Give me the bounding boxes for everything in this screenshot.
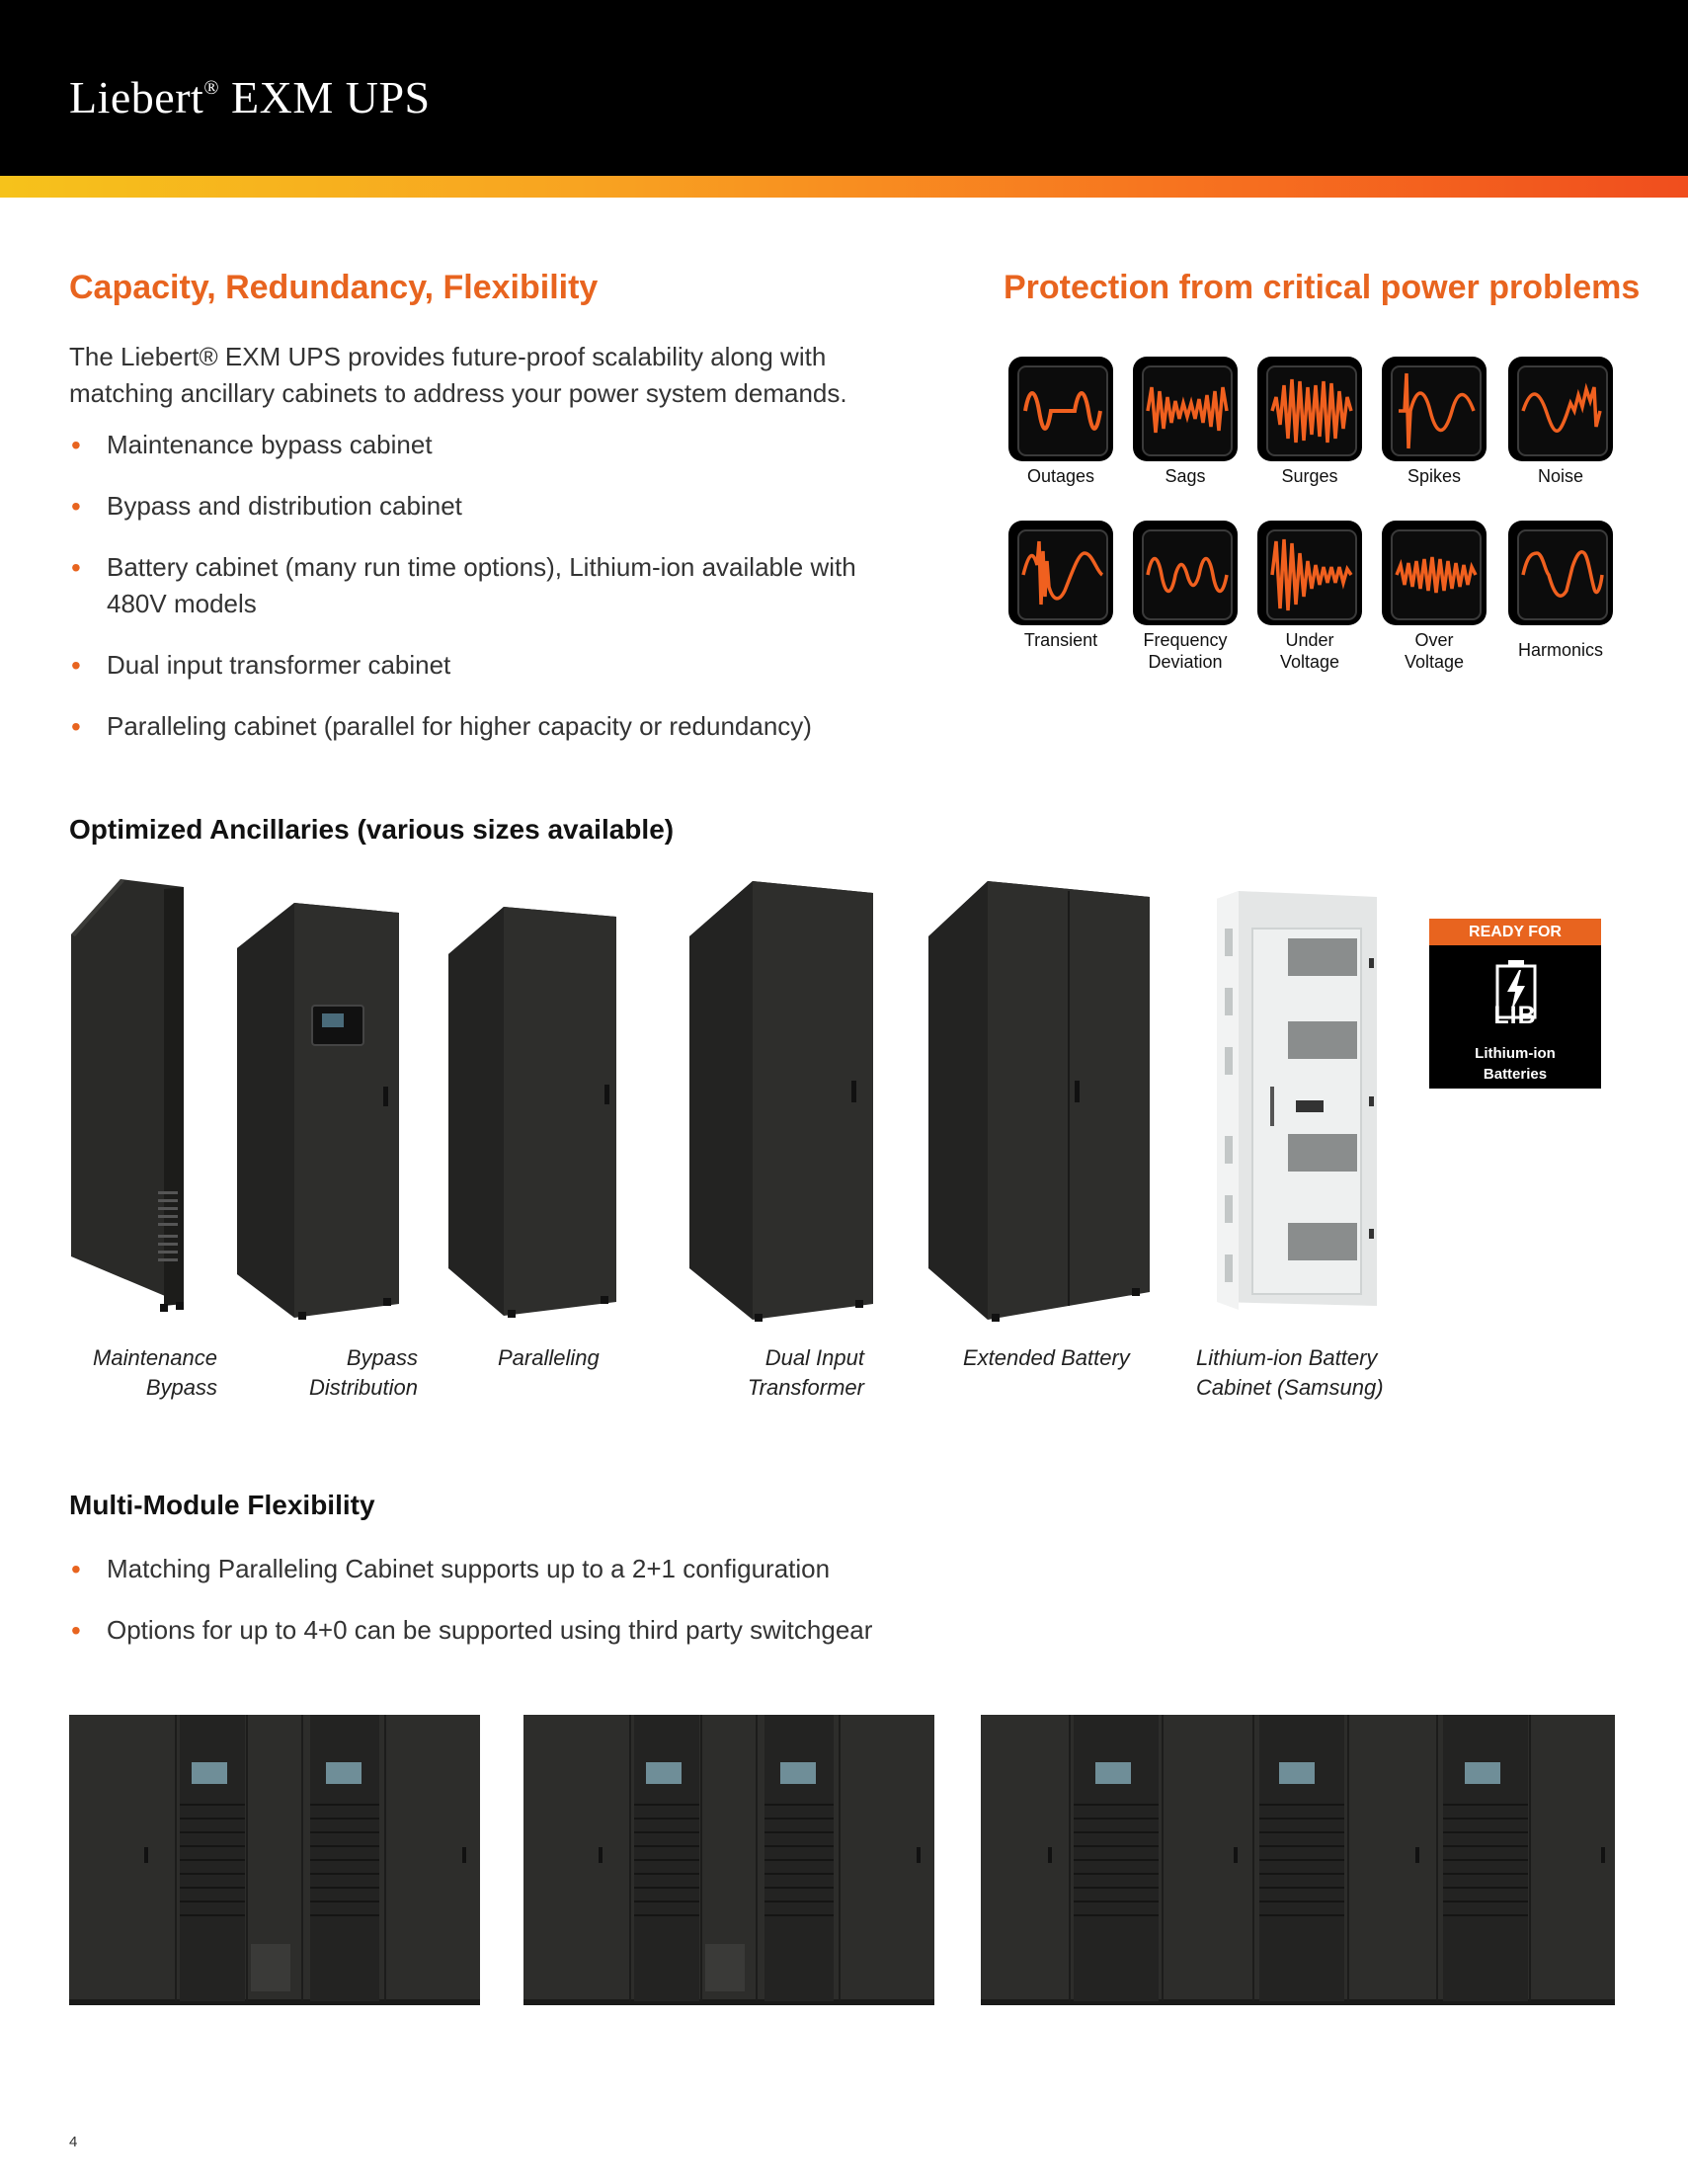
page-number: 4 [69, 2134, 78, 2150]
ready-for-lithium-ion-badge: READY FOR LIB Lithium-ion Batteries [1429, 919, 1601, 1089]
paralleling-cabinet-image [448, 907, 616, 1318]
two-module-ups-lineup-image [69, 1715, 480, 2005]
bypass-distribution-cabinet-image [237, 903, 399, 1320]
spikes-waveform-icon [1382, 357, 1487, 461]
badge-line-1: Lithium-ion [1475, 1045, 1556, 1062]
capacity-bullet: Battery cabinet (many run time options),… [69, 549, 889, 622]
spikes-label: Spikes [1407, 466, 1462, 486]
caption-extended-battery: Extended Battery [963, 1345, 1130, 1370]
caption-maintenance-bypass: Maintenance Bypass [93, 1345, 217, 1400]
multi-module-bullet-list: Matching Paralleling Cabinet supports up… [69, 1551, 958, 1649]
over-voltage-label: Over Voltage [1404, 630, 1465, 672]
extended-battery-cabinet-image [928, 881, 1150, 1322]
harmonics-waveform-icon [1508, 521, 1613, 625]
transient-waveform-icon [1008, 521, 1113, 625]
outages-waveform-icon [1008, 357, 1113, 461]
frequency-deviation-waveform-icon [1133, 521, 1238, 625]
frequency-deviation-label: Frequency Deviation [1143, 630, 1228, 672]
caption-lithium-ion-battery-cabinet: Lithium-ion Battery Cabinet (Samsung) [1196, 1345, 1384, 1400]
header-gradient-bar [0, 176, 1688, 198]
battery-lightning-icon [1495, 960, 1537, 1019]
protection-heading: Protection from critical power problems [1004, 269, 1641, 306]
sags-label: Sags [1165, 466, 1206, 486]
under-voltage-waveform-icon [1257, 521, 1362, 625]
three-module-ups-lineup-image [981, 1715, 1615, 2005]
maintenance-bypass-cabinet-image [71, 879, 184, 1312]
lithium-ion-battery-cabinet-image [1217, 891, 1377, 1310]
caption-bypass-distribution: Bypass Distribution [308, 1345, 418, 1400]
capacity-intro: The Liebert® EXM UPS provides future-pro… [69, 342, 847, 408]
over-voltage-waveform-icon [1382, 521, 1487, 625]
badge-line-2: Batteries [1483, 1066, 1548, 1083]
outages-label: Outages [1026, 466, 1095, 486]
caption-dual-input-transformer: Dual Input Transformer [747, 1345, 864, 1400]
capacity-bullet-list: Maintenance bypass cabinet Bypass and di… [69, 427, 889, 745]
document-title: Liebert® EXM UPS [69, 72, 431, 122]
noise-label: Noise [1537, 466, 1584, 486]
ancillaries-heading: Optimized Ancillaries (various sizes ava… [69, 814, 675, 845]
capacity-bullet: Maintenance bypass cabinet [69, 427, 889, 463]
sags-waveform-icon [1133, 357, 1238, 461]
under-voltage-label: Under Voltage [1279, 630, 1340, 672]
capacity-heading: Capacity, Redundancy, Flexibility [69, 269, 599, 306]
multi-module-bullet: Matching Paralleling Cabinet supports up… [69, 1551, 958, 1587]
badge-top-text: READY FOR [1429, 919, 1601, 945]
badge-mark: LIB [1493, 1002, 1537, 1029]
surges-label: Surges [1281, 466, 1338, 486]
dual-input-transformer-cabinet-image [689, 881, 873, 1322]
multi-module-bullet: Options for up to 4+0 can be supported u… [69, 1612, 958, 1649]
caption-paralleling: Paralleling [498, 1345, 600, 1370]
harmonics-label: Harmonics [1517, 640, 1604, 660]
noise-waveform-icon [1508, 357, 1613, 461]
transient-label: Transient [1023, 630, 1098, 650]
capacity-bullet: Paralleling cabinet (parallel for higher… [69, 708, 889, 745]
capacity-bullet: Bypass and distribution cabinet [69, 488, 889, 525]
capacity-bullet: Dual input transformer cabinet [69, 647, 889, 684]
multi-module-heading: Multi-Module Flexibility [69, 1490, 375, 1520]
surges-waveform-icon [1257, 357, 1362, 461]
page-header: Liebert® EXM UPS [0, 0, 1688, 176]
two-plus-one-ups-lineup-image [523, 1715, 934, 2005]
